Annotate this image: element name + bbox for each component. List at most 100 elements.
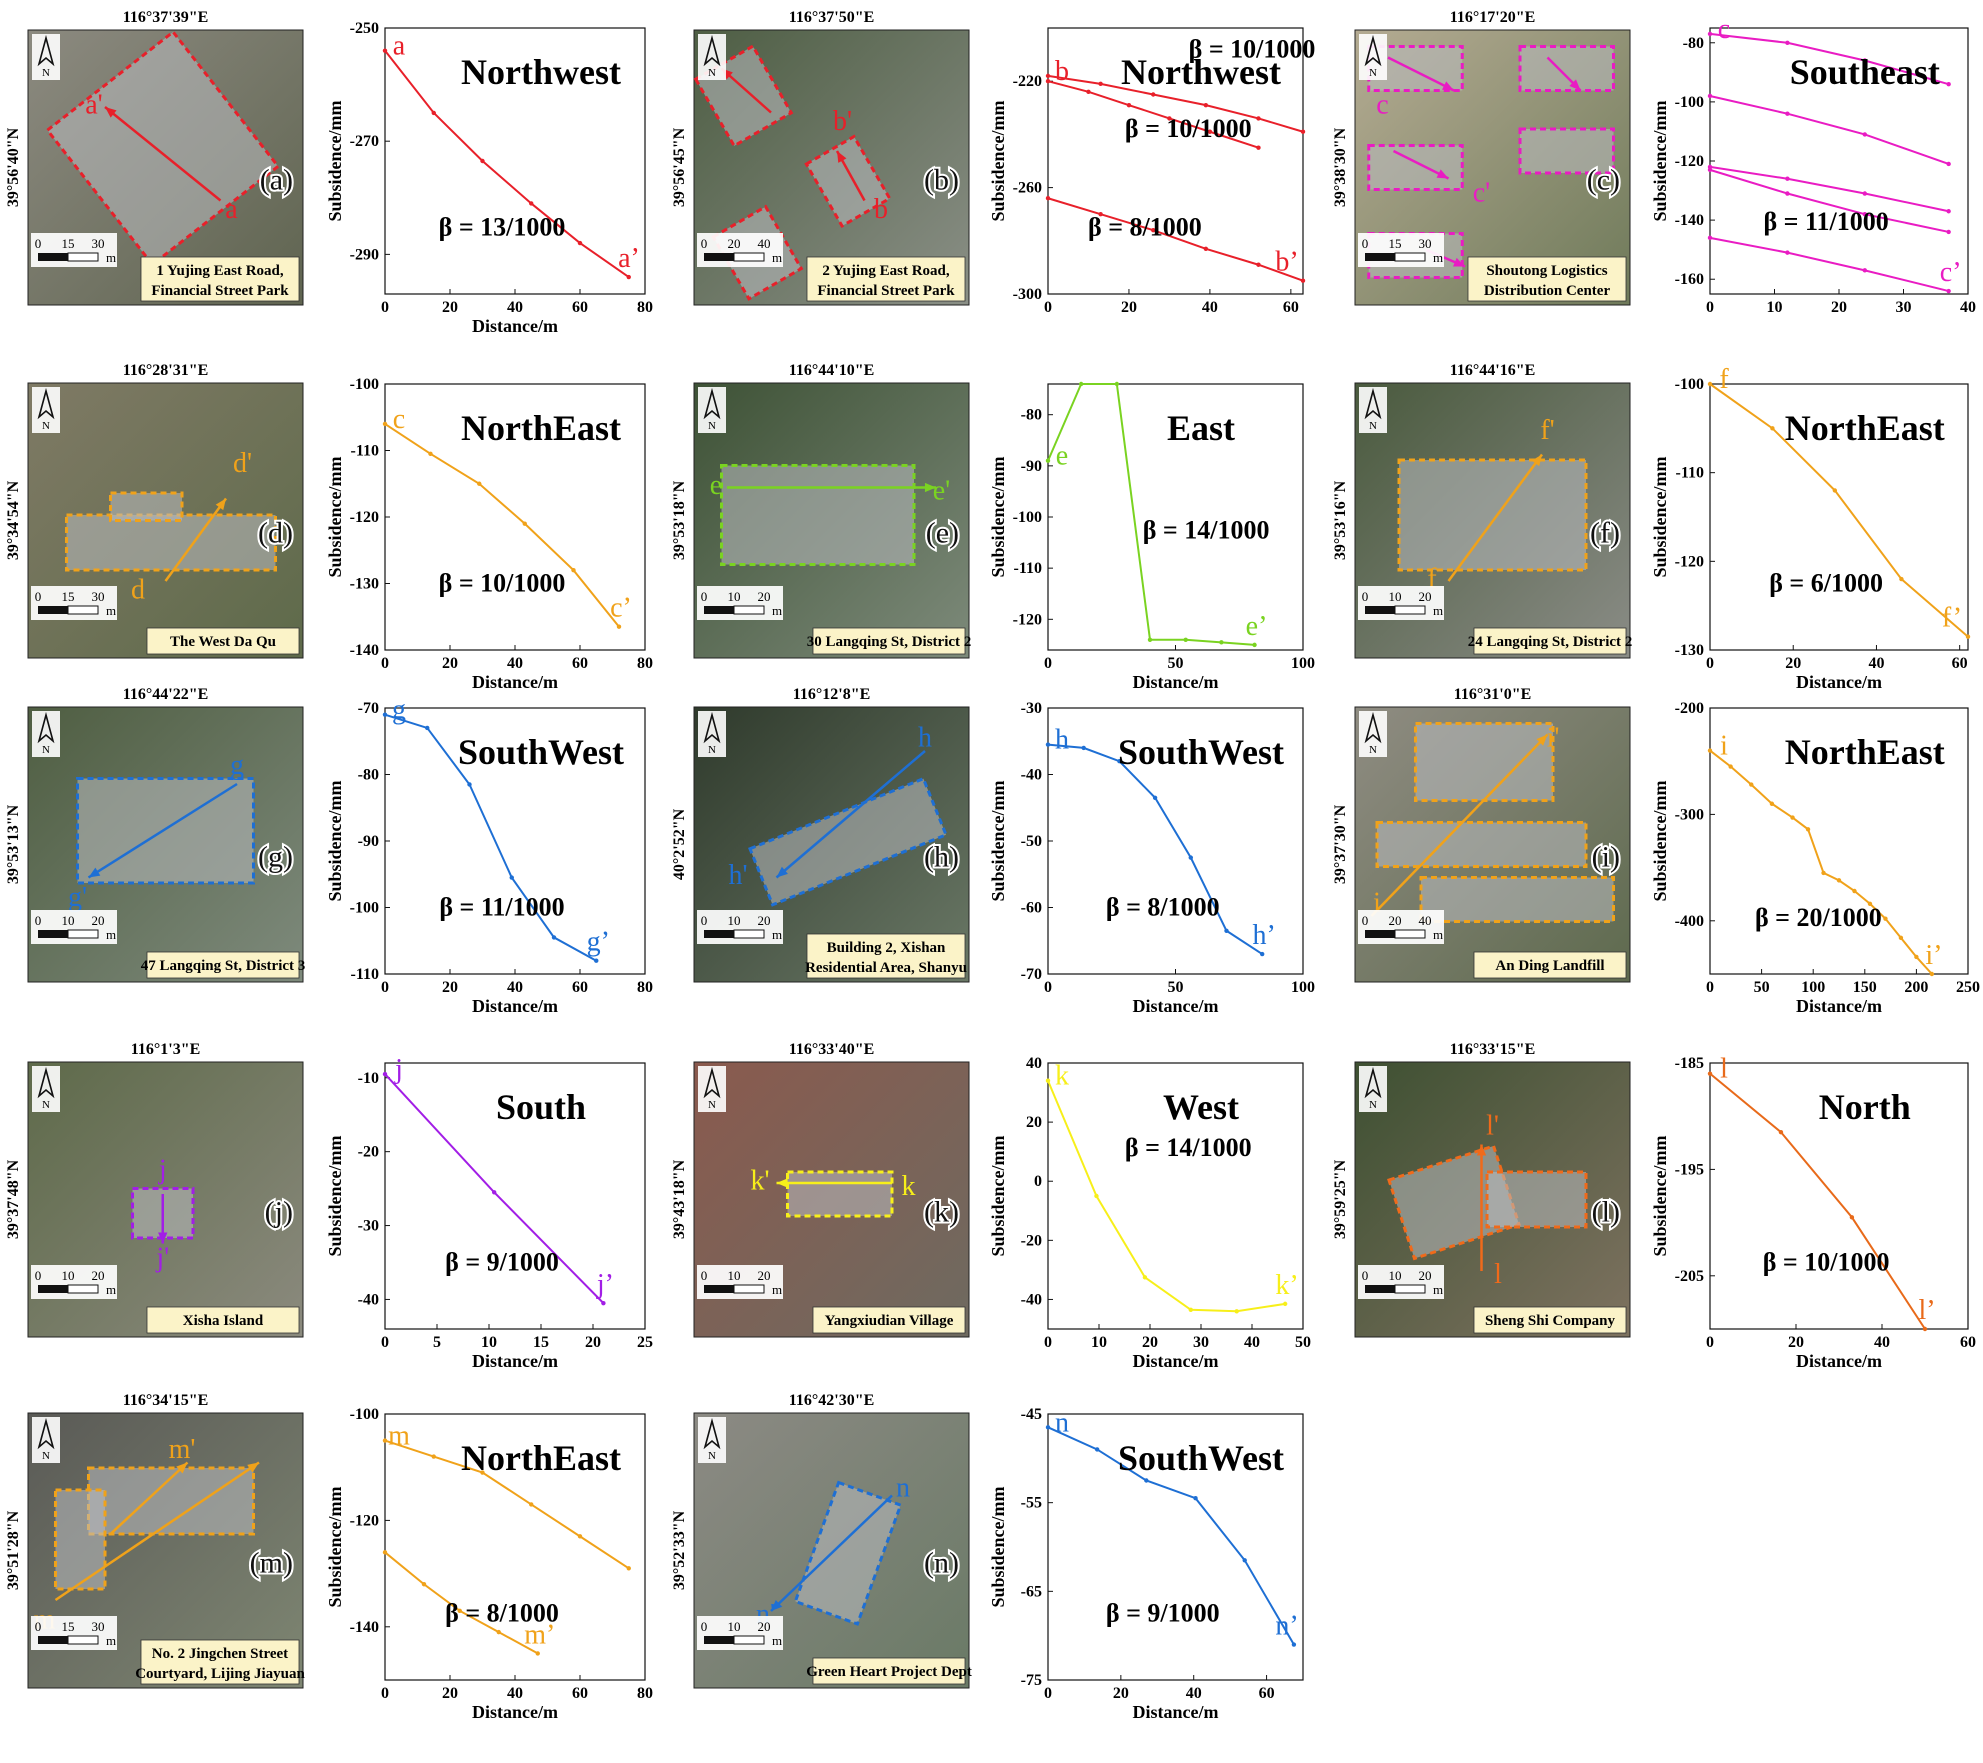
data-point: [1862, 191, 1868, 196]
profile-point-label: j: [158, 1154, 167, 1185]
x-tick-label: 20: [442, 979, 458, 996]
panel-label: (f): [1590, 517, 1620, 550]
y-tick-label: -400: [1675, 913, 1704, 930]
scale-bar-tick: 40: [758, 236, 771, 251]
x-axis-label: Distance/m: [1796, 672, 1882, 692]
y-tick-label: -250: [350, 20, 379, 37]
data-point: [1867, 901, 1873, 906]
data-point: [1300, 278, 1306, 283]
north-arrow-glyph: [703, 1066, 721, 1099]
north-arrow-icon: N: [698, 1417, 726, 1463]
x-tick-label: 0: [1706, 979, 1714, 996]
profile-point-label: b': [833, 106, 852, 137]
x-tick-label: 40: [507, 299, 523, 316]
profile-arrow: [54, 1461, 260, 1602]
place-name-box: 30 Langqing St, District 2: [807, 627, 971, 655]
beta-label: β = 10/1000: [1125, 114, 1252, 143]
building-dashed-boundary: [786, 1170, 894, 1218]
y-tick-label: -140: [350, 642, 379, 659]
data-point: [1862, 132, 1868, 137]
scale-bar-tick: 10: [728, 589, 741, 604]
scale-bar-tick: 0: [701, 913, 708, 928]
data-point: [1707, 748, 1713, 753]
profile-point-label: a: [225, 194, 238, 225]
place-name-box: 47 Langqing St, District 3: [141, 951, 305, 979]
profile-start-label: n: [1055, 1407, 1069, 1438]
building-dashed-boundary: [804, 134, 892, 229]
data-point: [1252, 642, 1257, 648]
data-point: [1256, 145, 1261, 150]
y-tick-label: 40: [1026, 1055, 1042, 1072]
profile-end-label: h’: [1253, 920, 1276, 951]
series-line: [1047, 1426, 1295, 1646]
scale-bar-black: [38, 930, 68, 938]
scale-bar-black: [1365, 606, 1395, 614]
building-dashed-boundary: [1485, 1170, 1588, 1229]
latitude-label: 39°56'45"N: [671, 127, 688, 207]
profile-point-label: a': [85, 89, 102, 120]
panel-label: (g): [258, 841, 293, 874]
beta-label: β = 20/1000: [1755, 903, 1882, 932]
beta-label: β = 6/1000: [1769, 568, 1883, 597]
data-point: [626, 274, 631, 280]
scale-bar-tick: 20: [1419, 1268, 1432, 1283]
y-tick-label: -120: [350, 509, 379, 526]
data-point: [1151, 92, 1156, 97]
longitude-label: 116°44'16"E: [1450, 362, 1536, 379]
scale-bar-unit: m: [1433, 603, 1443, 618]
north-arrow-glyph: [37, 387, 55, 420]
y-tick-label: -60: [1021, 900, 1042, 917]
data-point: [1126, 102, 1132, 108]
building-outline: [1367, 144, 1464, 191]
data-point: [616, 624, 622, 629]
scale-bar-tick: 0: [35, 1619, 42, 1634]
north-arrow-icon: N: [1359, 711, 1387, 757]
place-name: Sheng Shi Company: [1485, 1313, 1616, 1329]
direction-label: NorthEast: [1785, 408, 1945, 448]
longitude-label: 116°12'8"E: [793, 686, 871, 703]
north-arrow-glyph: [37, 711, 55, 744]
profile-start-label: l: [1720, 1054, 1728, 1085]
data-point: [477, 481, 482, 486]
building-dashed-boundary: [1397, 458, 1588, 572]
beta-label: β = 11/1000: [439, 892, 564, 921]
data-point: [1224, 928, 1229, 933]
y-axis-label: Subsidence/mm: [1650, 456, 1670, 577]
profile-end-label: b’: [1275, 247, 1298, 278]
profile-end-label: e’: [1246, 611, 1268, 642]
building-outline: [45, 29, 281, 267]
panel-label: (l): [1592, 1196, 1620, 1229]
place-name-box: Yangxiudian Village: [812, 1306, 966, 1334]
data-point: [1045, 742, 1051, 747]
scale-bar-white: [67, 1284, 99, 1294]
scale-bar-unit: m: [1433, 250, 1443, 265]
data-point: [431, 1454, 436, 1459]
series-line: [1709, 168, 1949, 233]
y-tick-label: -130: [1675, 642, 1704, 659]
data-point: [467, 782, 472, 787]
place-name-bg: [812, 1657, 966, 1685]
data-point: [480, 1470, 485, 1475]
y-tick-label: -185: [1675, 1055, 1704, 1072]
arrow-head: [1531, 454, 1542, 467]
building-roof: [749, 778, 947, 905]
data-point: [1203, 246, 1209, 251]
place-name-box: Green Heart Project Dept: [806, 1657, 972, 1685]
series-line: [1047, 74, 1304, 133]
building-roof: [1368, 145, 1463, 190]
building-dashed-boundary: [54, 1488, 107, 1591]
north-arrow-letter: N: [708, 1099, 716, 1111]
building-roof: [721, 465, 914, 565]
scale-bar-white: [733, 929, 765, 939]
data-point: [1094, 1193, 1099, 1199]
building-dashed-boundary: [748, 776, 948, 907]
building-outline: [1485, 1170, 1588, 1229]
place-name: Xisha Island: [183, 1313, 264, 1329]
data-point: [1785, 191, 1790, 196]
building-outline: [748, 776, 948, 907]
place-name-bg: [140, 256, 300, 302]
building-dashed-boundary: [1419, 876, 1615, 923]
plot-area: [1047, 1413, 1304, 1681]
